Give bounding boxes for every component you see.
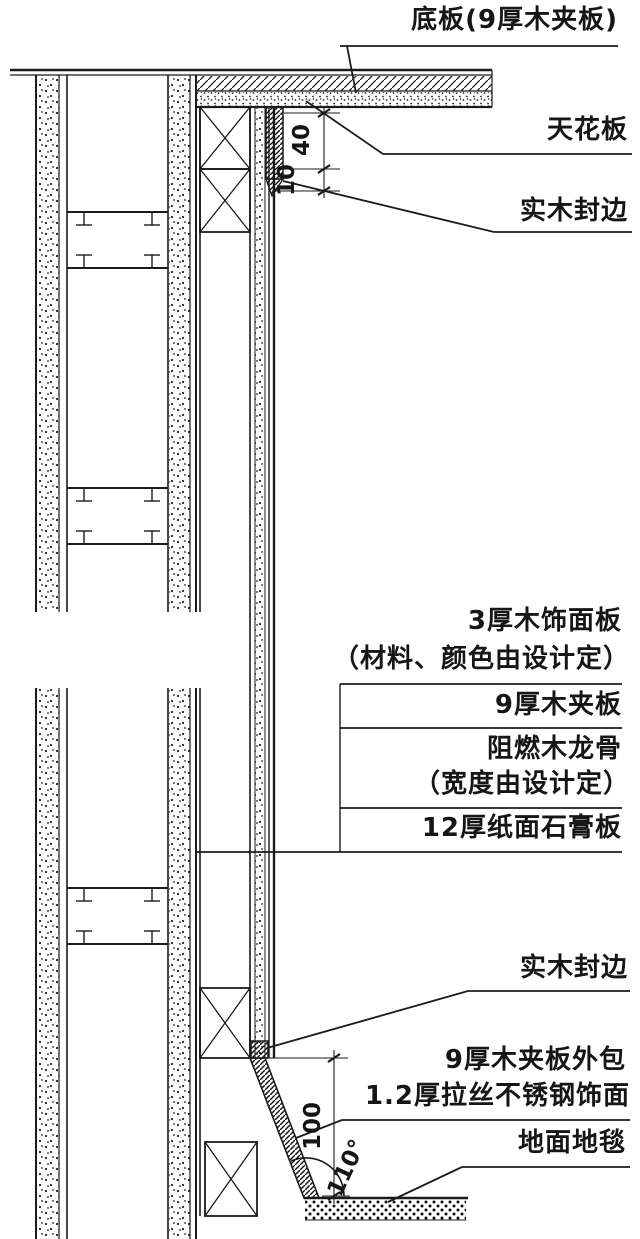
dim-40: 40 bbox=[289, 123, 315, 157]
label-plywood: 9厚木夹板 bbox=[494, 690, 622, 720]
steel-column-upper bbox=[35, 75, 197, 612]
floor-carpet bbox=[304, 1196, 468, 1221]
dim-10: 10 bbox=[274, 163, 300, 197]
steel-column-lower bbox=[35, 688, 197, 1239]
edge-trim-bottom bbox=[250, 1040, 269, 1059]
label-skirt-steel-face: 1.2厚拉丝不锈钢饰面 bbox=[364, 1081, 630, 1111]
label-floor-carpet: 地面地毯 bbox=[517, 1128, 626, 1158]
label-skirt-plywood: 9厚木夹板外包 bbox=[444, 1045, 626, 1075]
label-edge-trim-top: 实木封边 bbox=[519, 196, 628, 226]
ceiling-slab bbox=[10, 68, 493, 109]
label-bottom-board: 底板(9厚木夹板) bbox=[411, 5, 618, 35]
column-tie-beams bbox=[66, 211, 169, 945]
dimension-marks bbox=[256, 106, 350, 1204]
label-veneer-panel: 3厚木饰面板 bbox=[467, 606, 622, 636]
furring-layers bbox=[199, 107, 276, 1216]
label-edge-trim-bottom: 实木封边 bbox=[519, 953, 628, 983]
edge-trim-top bbox=[265, 106, 285, 198]
label-keel-note: （宽度由设计定） bbox=[413, 769, 630, 799]
label-fire-keel: 阻燃木龙骨 bbox=[486, 734, 622, 764]
leader-lines bbox=[197, 45, 632, 1203]
dim-100: 100 bbox=[300, 1101, 326, 1151]
label-gypsum-board: 12厚纸面石膏板 bbox=[421, 813, 622, 843]
blocking-boxes bbox=[199, 106, 258, 1217]
label-ceiling: 天花板 bbox=[546, 115, 628, 145]
label-veneer-note: （材料、颜色由设计定） bbox=[332, 644, 630, 674]
